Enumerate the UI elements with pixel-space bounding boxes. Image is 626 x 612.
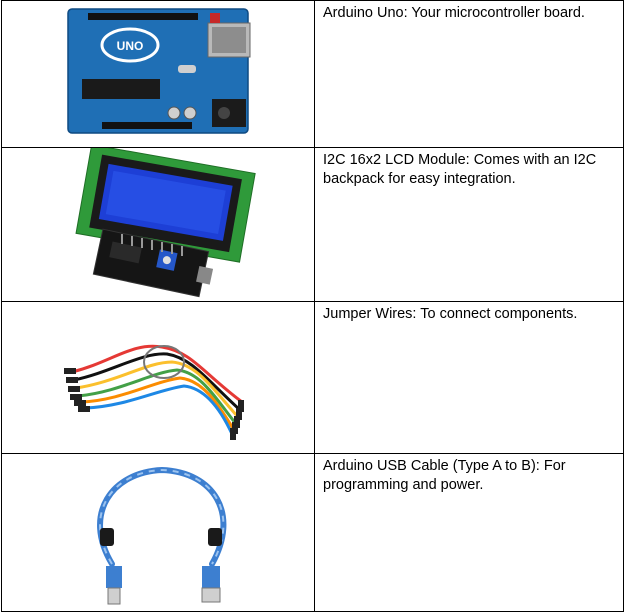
arduino-uno-image: UNO <box>67 8 251 134</box>
table-row: I2C 16x2 LCD Module: Comes with an I2C b… <box>1 147 624 302</box>
image-cell <box>1 147 315 302</box>
description-cell: Arduino USB Cable (Type A to B): For pro… <box>314 453 624 612</box>
component-description: Arduino USB Cable (Type A to B): For pro… <box>323 458 566 493</box>
component-description: Arduino Uno: Your microcontroller board. <box>323 5 585 21</box>
image-cell: UNO <box>1 0 315 148</box>
component-description: I2C 16x2 LCD Module: Comes with an I2C b… <box>323 152 597 187</box>
usb-cable-image <box>97 466 227 605</box>
svg-text:UNO: UNO <box>117 39 144 53</box>
description-cell: Jumper Wires: To connect components. <box>314 301 624 454</box>
description-cell: I2C 16x2 LCD Module: Comes with an I2C b… <box>314 147 624 302</box>
table-row: Arduino USB Cable (Type A to B): For pro… <box>1 453 624 612</box>
table-row: UNO Arduino Uno: Your microcontroller bo… <box>1 0 624 148</box>
description-cell: Arduino Uno: Your microcontroller board. <box>314 0 624 148</box>
lcd-module-image <box>75 148 256 298</box>
image-cell <box>1 301 315 454</box>
table-row: Jumper Wires: To connect components. <box>1 301 624 454</box>
jumper-wires-image <box>64 344 244 440</box>
image-cell <box>1 453 315 612</box>
component-description: Jumper Wires: To connect components. <box>323 306 578 322</box>
